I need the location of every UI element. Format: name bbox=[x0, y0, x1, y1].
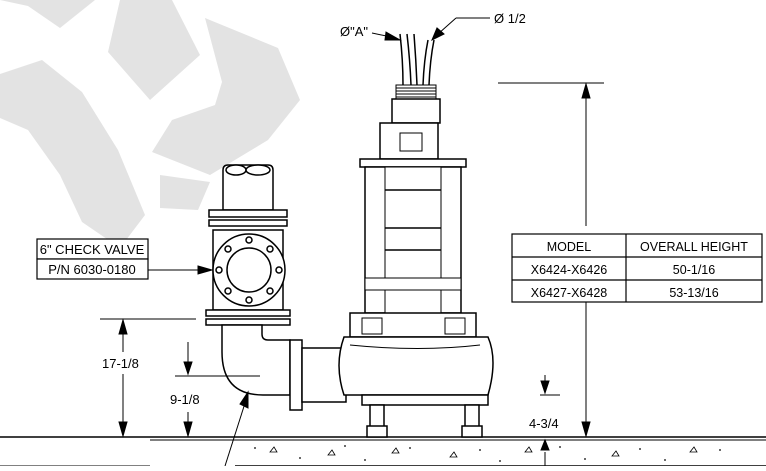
table-cell: 53-13/16 bbox=[669, 286, 718, 300]
check-valve-body bbox=[212, 233, 286, 307]
table-cell: X6424-X6426 bbox=[531, 263, 608, 277]
floor-slab bbox=[0, 436, 766, 467]
cable-diameter-half-label: Ø 1/2 bbox=[494, 11, 526, 26]
cable-diameter-a-label: Ø"A" bbox=[340, 24, 368, 39]
dimension-17-1-8: 17-1/8 bbox=[102, 356, 139, 371]
height-table: MODEL OVERALL HEIGHT X6424-X6426 50-1/16… bbox=[511, 233, 763, 303]
watermark bbox=[0, 0, 300, 248]
check-valve-part-number: P/N 6030-0180 bbox=[48, 262, 135, 277]
check-valve-label: 6" CHECK VALVE P/N 6030-0180 bbox=[36, 238, 149, 280]
table-header-model: MODEL bbox=[547, 240, 592, 254]
dimension-lines bbox=[100, 17, 604, 467]
dimension-9-1-8: 9-1/8 bbox=[170, 392, 200, 407]
table-cell: X6427-X6428 bbox=[531, 286, 608, 300]
check-valve-name: 6" CHECK VALVE bbox=[40, 242, 145, 257]
table-header-overall-height: OVERALL HEIGHT bbox=[640, 240, 748, 254]
table-cell: 50-1/16 bbox=[673, 263, 715, 277]
pump-assembly bbox=[338, 33, 494, 438]
dimension-4-3-4: 4-3/4 bbox=[529, 416, 559, 431]
